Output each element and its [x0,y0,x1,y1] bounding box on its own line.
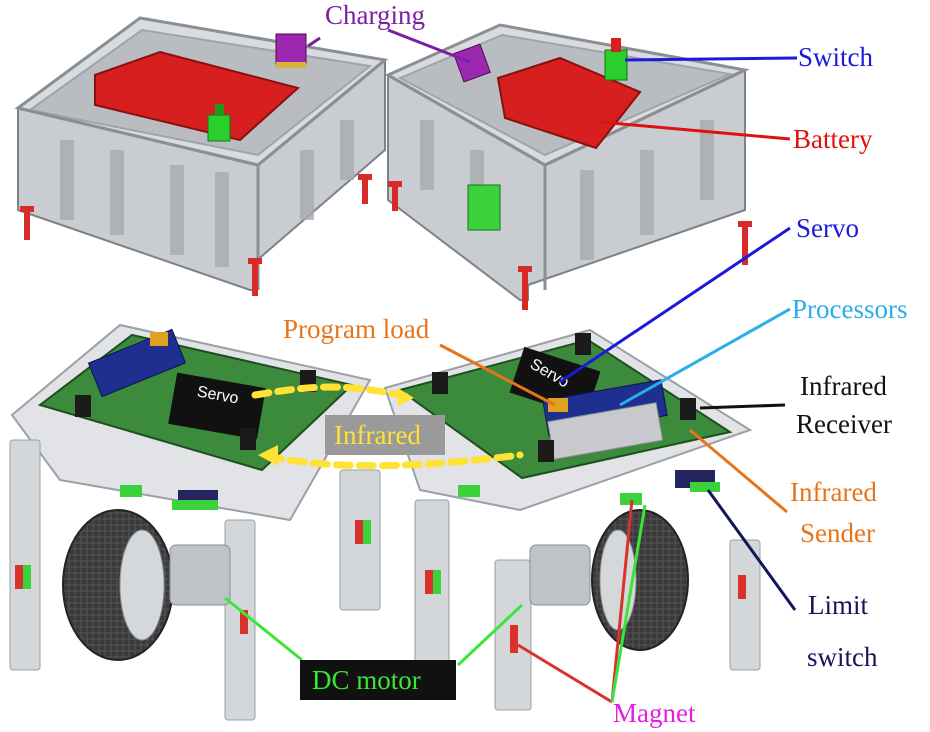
label-battery: Battery [793,124,873,154]
label-infrared-sender-2: Sender [800,518,875,548]
dc-motor-label-box [300,660,456,700]
charging-connector-right [453,43,491,83]
label-limit-switch-1: Limit [808,590,868,620]
label-limit-switch-2: switch [807,642,878,672]
label-servo: Servo [796,213,859,243]
label-magnet: Magnet [613,698,696,728]
label-infrared: Infrared [334,420,421,450]
processor-board-left [87,328,187,398]
label-program-load: Program load [283,314,430,344]
label-infrared-receiver-2: Receiver [796,409,892,439]
top-right-shell [384,23,752,310]
infrared-label-box [325,415,445,455]
label-switch: Switch [798,42,874,72]
bottom-right-module: Servo [383,328,761,711]
servo-block [467,184,501,231]
label-processors: Processors [792,294,908,324]
bottom-left-module: Servo [9,323,381,721]
infrared-link-arrows [251,383,524,470]
label-charging: Charging [325,0,425,30]
label-dc-motor: DC motor [312,665,421,695]
switch-left [207,114,231,142]
leader-lines [224,28,798,704]
label-infrared-receiver-1: Infrared [800,371,887,401]
servo-left [168,372,266,440]
label-infrared-sender-1: Infrared [790,477,877,507]
charging-connector-left [275,33,307,65]
top-left-shell [14,16,389,296]
battery-left [94,50,301,142]
switch-right [604,49,628,81]
